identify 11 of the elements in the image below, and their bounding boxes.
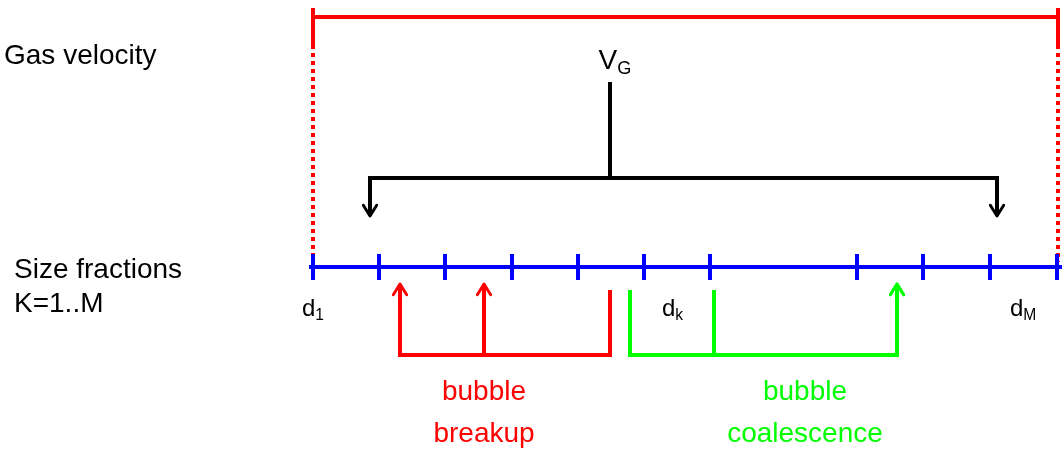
axis-label: Size fractions K=1..M	[14, 252, 184, 320]
arrow	[608, 82, 1006, 218]
arrow	[475, 282, 612, 357]
velocity-label: V$_{G}$	[560, 38, 670, 82]
process-label: bubble coalescence	[726, 374, 884, 450]
size-label: d$_{M}$	[1010, 294, 1038, 325]
size-label: d$_{k}$	[662, 294, 685, 325]
size-label: d$_{1}$	[302, 294, 326, 325]
process-label: bubble breakup	[432, 374, 536, 450]
arrow	[712, 282, 906, 357]
axis-label: Gas velocity	[4, 38, 158, 72]
